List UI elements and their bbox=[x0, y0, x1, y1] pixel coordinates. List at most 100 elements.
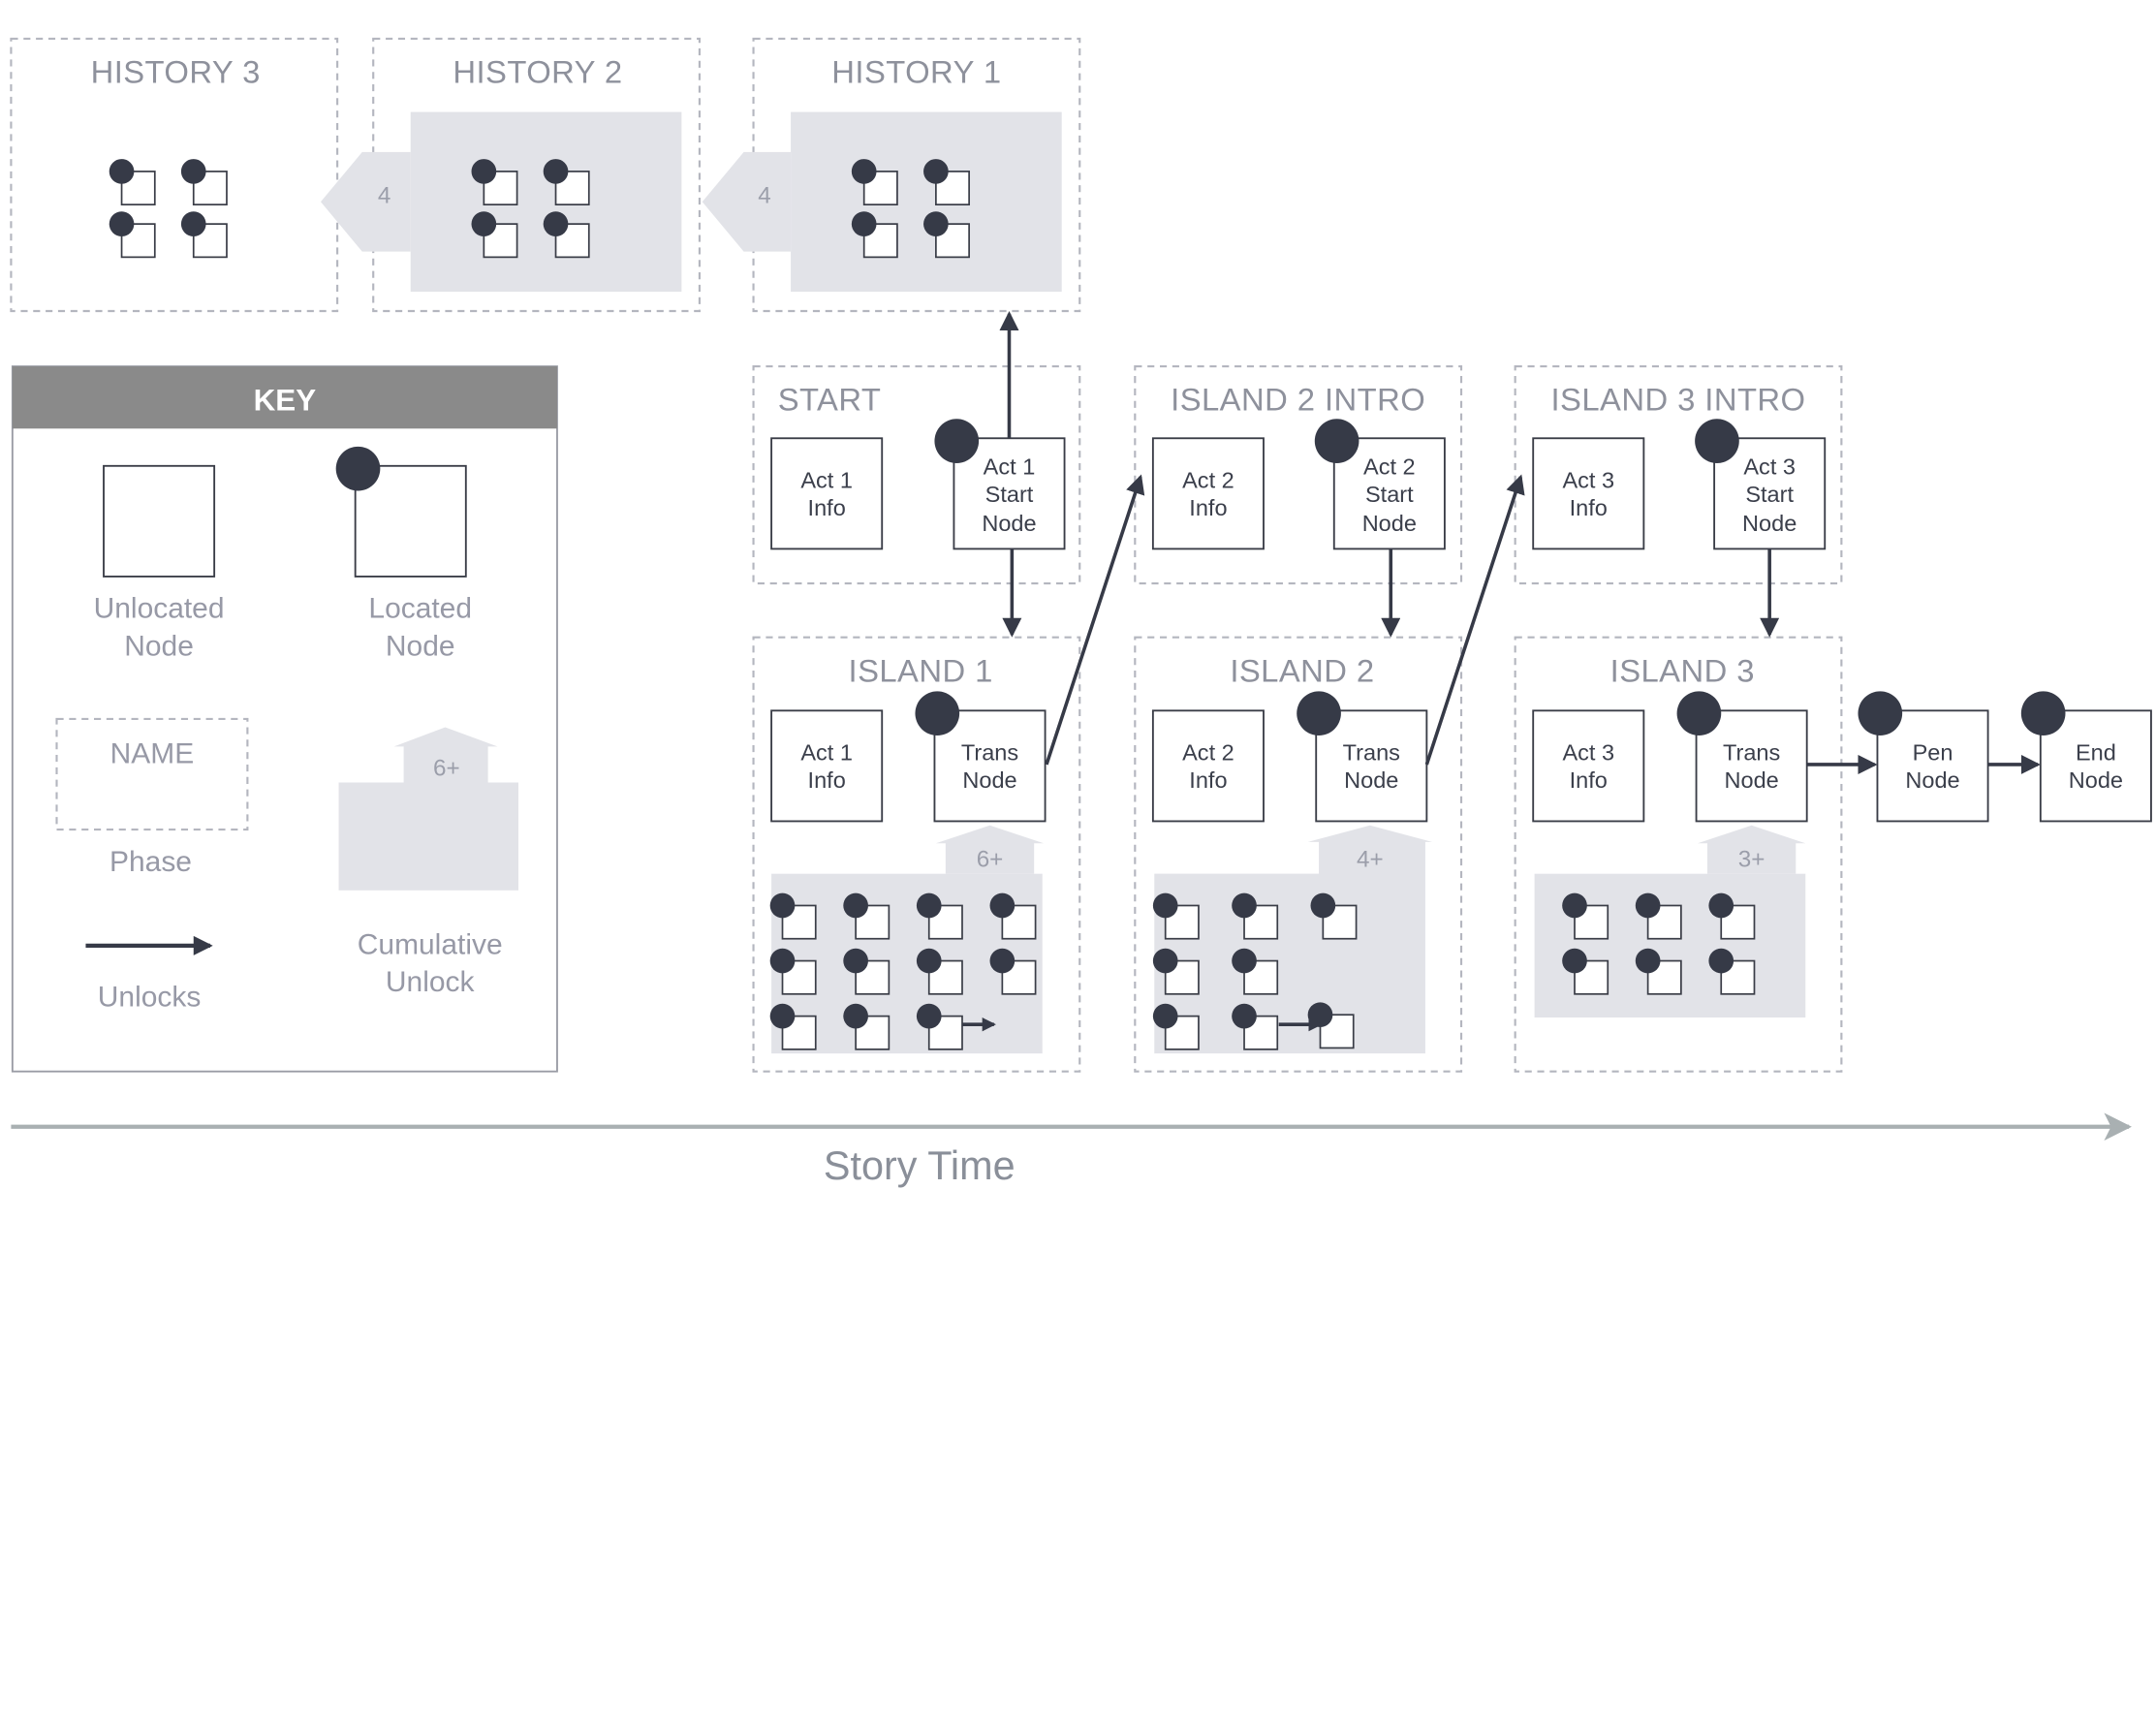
node-trans: Trans Node bbox=[915, 691, 1047, 823]
node-label-line: Node bbox=[1742, 511, 1797, 536]
unlock-arrows bbox=[999, 311, 2041, 774]
node-act1-start: Act 1 Start Node bbox=[934, 419, 1066, 550]
node-trans: Trans Node bbox=[1297, 691, 1428, 823]
node-act3-info: Act 3 Info bbox=[1532, 709, 1645, 823]
node-label-line: Info bbox=[1570, 767, 1608, 793]
key-label-line: Located bbox=[368, 593, 472, 625]
key-label-line: Node bbox=[386, 630, 455, 662]
located-node-icon bbox=[1232, 892, 1279, 940]
node-trans: Trans Node bbox=[1676, 691, 1808, 823]
located-node-icon bbox=[543, 159, 590, 206]
phase-island-3-intro: ISLAND 3 INTRO Act 3 Info Act 3 Start No… bbox=[1514, 365, 1843, 585]
located-node-icon bbox=[543, 211, 590, 259]
phase-title-start: START bbox=[778, 382, 882, 418]
node-label-line: Node bbox=[1344, 767, 1398, 793]
located-marker bbox=[1314, 419, 1359, 463]
node-label-line: Node bbox=[962, 767, 1016, 793]
located-node-icon bbox=[1232, 1003, 1279, 1050]
located-marker bbox=[915, 691, 960, 736]
node-label-line: Act 2 bbox=[1363, 454, 1416, 479]
key-title: KEY bbox=[254, 384, 317, 418]
located-node-icon bbox=[1152, 892, 1200, 940]
phase-swatch bbox=[55, 717, 249, 831]
unlock-arrow-island-1-to-island-2-intro bbox=[1045, 474, 1145, 766]
located-node-icon bbox=[471, 159, 518, 206]
node-act2-start: Act 2 Start Node bbox=[1314, 419, 1446, 550]
phase-name-sample: NAME bbox=[110, 738, 195, 770]
key-label-line: Node bbox=[124, 630, 194, 662]
phase-history-1: HISTORY 1 4 bbox=[702, 37, 1081, 313]
node-label-line: Trans bbox=[1343, 740, 1400, 766]
cumulative-unlock-arrow: 6+ bbox=[935, 825, 1045, 874]
unlocated-node-swatch bbox=[103, 464, 216, 578]
located-node-icon bbox=[843, 948, 891, 995]
located-marker bbox=[1695, 419, 1739, 463]
node-act2-info: Act 2 Info bbox=[1151, 437, 1265, 550]
located-node-icon bbox=[769, 948, 817, 995]
node-label-line: Info bbox=[808, 767, 846, 793]
node-label-line: Pen bbox=[1913, 740, 1953, 766]
node-label-line: Start bbox=[1745, 482, 1794, 507]
unlock-count-badge: 6+ bbox=[433, 755, 460, 781]
located-node-grid bbox=[769, 892, 1037, 1050]
phase-title-island-3-intro: ISLAND 3 INTRO bbox=[1551, 382, 1806, 418]
unlock-count-badge: 3+ bbox=[1738, 847, 1765, 873]
cumulative-unlock-area bbox=[791, 111, 1062, 293]
located-marker bbox=[335, 446, 381, 491]
cumulative-unlock-area bbox=[1154, 825, 1433, 1054]
unlock-count-badge: 6+ bbox=[977, 847, 1004, 873]
located-node-icon bbox=[1635, 948, 1682, 995]
located-node-icon bbox=[916, 948, 963, 995]
located-node-icon bbox=[923, 211, 970, 259]
located-node-icon bbox=[916, 892, 963, 940]
key-header bbox=[12, 366, 557, 429]
node-label-line: Act 3 bbox=[1562, 740, 1614, 766]
key-label-line: Unlocks bbox=[98, 982, 202, 1014]
node-label-line: Node bbox=[1905, 767, 1959, 793]
phase-island-3: ISLAND 3 Act 3 Info 3+ Trans Node bbox=[1514, 636, 1843, 1073]
node-label-line: Act 1 bbox=[800, 740, 853, 766]
node-label-line: Act 3 bbox=[1743, 454, 1796, 479]
phase-title-island-1: ISLAND 1 bbox=[849, 652, 993, 688]
unlock-count-badge: 4+ bbox=[1357, 847, 1384, 873]
located-node-icon bbox=[769, 892, 817, 940]
node-label-line: Trans bbox=[961, 740, 1018, 766]
node-label-line: Start bbox=[985, 482, 1034, 507]
node-label-line: Trans bbox=[1723, 740, 1780, 766]
located-node-icon bbox=[843, 892, 891, 940]
located-node-icon bbox=[851, 211, 898, 259]
key-label-line: Cumulative bbox=[358, 928, 503, 960]
located-node-icon bbox=[851, 159, 898, 206]
node-label-line: Act 2 bbox=[1182, 740, 1234, 766]
located-marker bbox=[1676, 691, 1722, 736]
timeline-label: Story Time bbox=[824, 1143, 1016, 1188]
key-phase: NAME Phase bbox=[55, 717, 249, 878]
located-node-grid bbox=[471, 159, 590, 259]
node-label-line: Start bbox=[1365, 482, 1414, 507]
cumulative-unlock-arrow: 4 bbox=[320, 151, 411, 252]
node-act1-info: Act 1 Info bbox=[770, 437, 884, 550]
located-node-icon bbox=[916, 1003, 963, 1050]
located-node-icon bbox=[471, 211, 518, 259]
node-label-line: Node bbox=[2069, 767, 2123, 793]
node-label-line: Info bbox=[808, 495, 846, 520]
node-pen: Pen Node bbox=[1858, 691, 1989, 823]
node-act1-info: Act 1 Info bbox=[770, 709, 884, 823]
located-node-icon bbox=[1708, 948, 1756, 995]
key-unlocks: Unlocks bbox=[85, 935, 213, 1014]
located-node-icon bbox=[1708, 892, 1756, 940]
phase-island-2-intro: ISLAND 2 INTRO Act 2 Info Act 2 Start No… bbox=[1134, 365, 1463, 585]
located-node-icon bbox=[923, 159, 970, 206]
located-node-grid bbox=[1152, 948, 1279, 1050]
story-phase-diagram: HISTORY 3 HISTORY 2 4 HISTORY 1 4 START … bbox=[10, 37, 2152, 1188]
located-node-icon bbox=[843, 1003, 891, 1050]
located-marker bbox=[934, 419, 980, 463]
located-node-icon bbox=[109, 211, 156, 259]
node-label-line: Node bbox=[1724, 767, 1778, 793]
key-label-line: Unlock bbox=[386, 966, 476, 998]
node-label-line: End bbox=[2076, 740, 2116, 766]
located-marker bbox=[2020, 691, 2066, 736]
node-act3-start: Act 3 Start Node bbox=[1695, 419, 1827, 550]
phase-title-island-2-intro: ISLAND 2 INTRO bbox=[1171, 382, 1425, 418]
located-node-icon bbox=[989, 948, 1037, 995]
